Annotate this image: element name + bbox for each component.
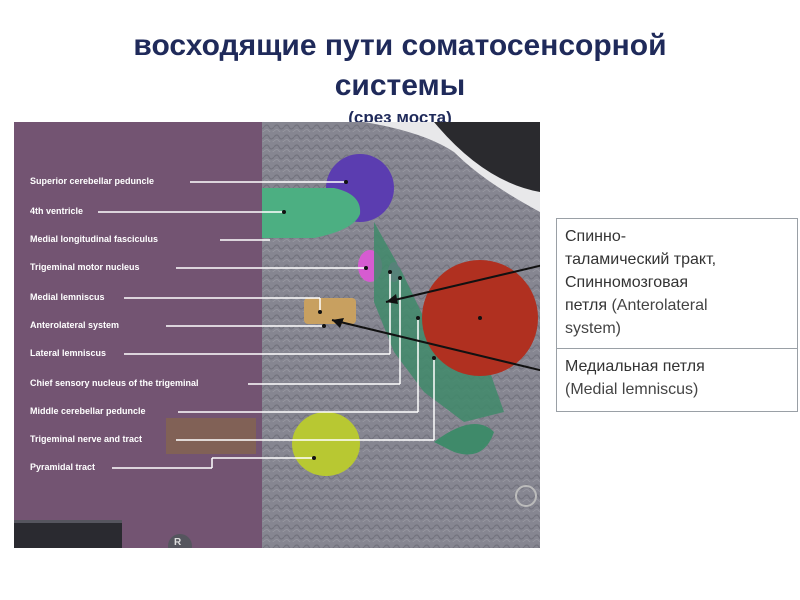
leader-lines <box>98 181 435 469</box>
label-middle-cerebellar-peduncle: Middle cerebellar peduncle <box>30 406 146 416</box>
dark-fold <box>434 122 540 192</box>
callout-medial-line-1: Медиальная петля <box>565 358 705 375</box>
callout-spinothalamic-line-2: таламический тракт, <box>565 251 717 268</box>
label-superior-cerebellar-peduncle: Superior cerebellar peduncle <box>30 176 155 186</box>
slide-title-line-2: системы <box>334 69 466 102</box>
callout-spinothalamic-line-4: петля (Anterolateral <box>565 294 789 317</box>
ventricle-shape <box>262 188 361 238</box>
bottom-panel <box>14 520 122 548</box>
callout-spinothalamic-line-4-ru: петля <box>565 297 608 314</box>
label-4th-ventricle: 4th ventricle <box>30 206 84 216</box>
corner-mark: R <box>174 537 182 548</box>
callout-medial-line-2: (Medial lemniscus) <box>565 381 699 398</box>
label-anterolateral-system: Anterolateral system <box>30 320 120 330</box>
callout-spinothalamic-line-3: Спинномозговая <box>565 274 689 291</box>
pons-section-figure: Superior cerebellar peduncle 4th ventric… <box>14 122 540 548</box>
callout-medial-lemniscus: Медиальная петля (Medial lemniscus) <box>556 348 798 412</box>
label-medial-lemniscus: Medial lemniscus <box>30 292 105 302</box>
left-overlay <box>14 122 262 548</box>
slide-title: восходящие пути соматосенсорной системы <box>0 26 800 106</box>
label-medial-longitudinal-fasciculus: Medial longitudinal fasciculus <box>30 234 159 244</box>
pyramidal-tract-shape <box>292 412 360 476</box>
label-trigeminal-motor-nucleus: Trigeminal motor nucleus <box>30 262 140 272</box>
pons-section-svg <box>14 122 540 548</box>
label-chief-sensory-nucleus: Chief sensory nucleus of the trigeminal <box>30 378 199 388</box>
callout-spinothalamic-line-5: system) <box>565 320 621 337</box>
medial-lemniscus-shape <box>304 298 356 324</box>
callout-spinothalamic-line-4-en: (Anterolateral <box>611 297 708 314</box>
label-pyramidal-tract: Pyramidal tract <box>30 462 96 472</box>
slide-title-line-1: восходящие пути соматосенсорной <box>133 29 667 62</box>
arrow-medial-lemniscus <box>331 319 540 372</box>
arrow-spinothalamic <box>385 264 540 303</box>
label-lateral-lemniscus: Lateral lemniscus <box>30 348 107 358</box>
callout-spinothalamic-line-1: Спинно- <box>565 228 627 245</box>
callout-spinothalamic: Спинно- таламический тракт, Спинномозгов… <box>556 218 798 350</box>
label-trigeminal-nerve-and-tract: Trigeminal nerve and tract <box>30 434 143 444</box>
